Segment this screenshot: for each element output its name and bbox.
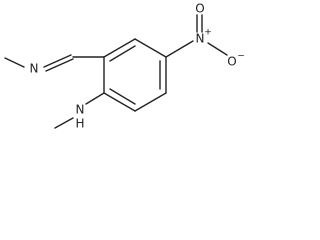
bond-imine-double-1 [43, 54, 72, 68]
molecule-structure-diagram: N N + O O − N H [4, 2, 245, 131]
ring-bond-4 [134, 92, 167, 112]
ring-inner-bond-1 [109, 45, 136, 62]
atom-amine-n-label: N [76, 103, 85, 117]
bond-amine-methyl [54, 117, 74, 129]
ring-bond-2 [134, 38, 167, 58]
ring-bond-1 [103, 38, 136, 58]
atom-amine-h-label: H [75, 117, 84, 131]
atom-nitro-o-right-label: O [227, 55, 236, 69]
atom-nitro-n-charge: + [204, 28, 212, 38]
bond-imine-double-2 [45, 58, 74, 72]
atom-nitro-o-top-label: O [195, 2, 204, 16]
atom-nitro-n-label: N [196, 32, 205, 46]
atom-imine-n-label: N [30, 62, 39, 76]
ring-bond-5 [103, 92, 136, 112]
bond-nitro-o-right [207, 42, 228, 56]
bond-methyl-imine-n [4, 57, 25, 68]
ring-inner-bond-3 [109, 88, 136, 105]
bond-ring-amine-n [85, 92, 105, 105]
atom-nitro-o-charge: − [237, 52, 245, 62]
bond-ring-nitro-n [165, 40, 194, 58]
